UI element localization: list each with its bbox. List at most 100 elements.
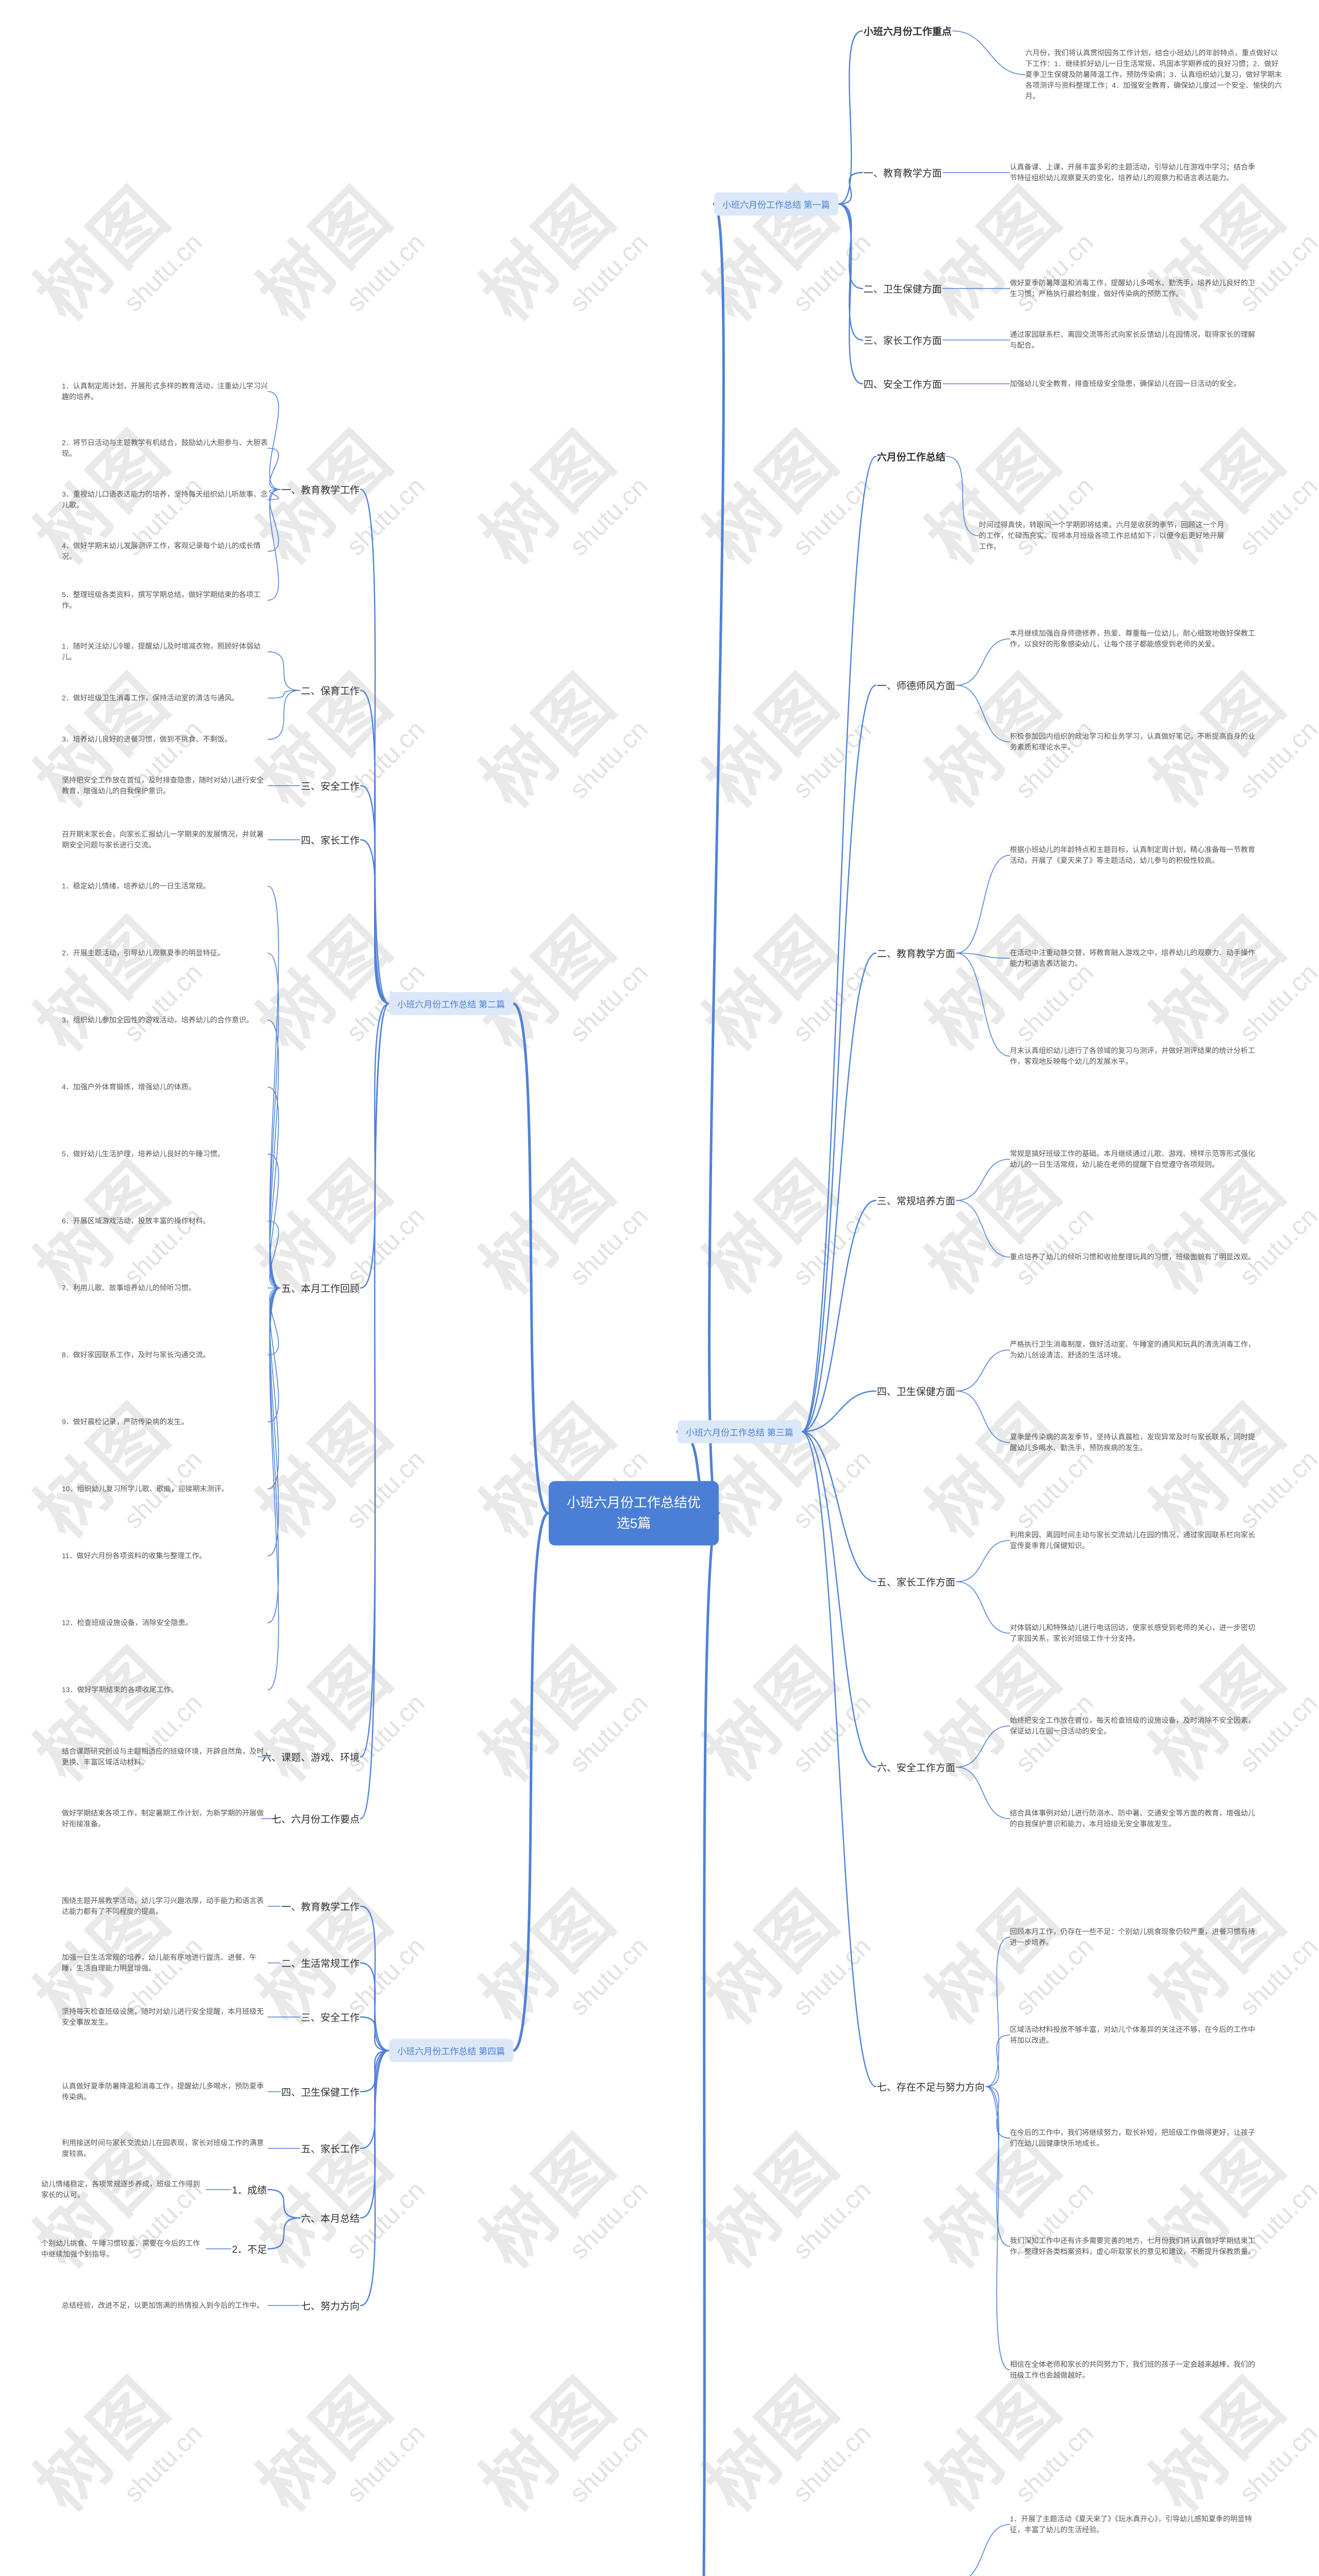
central-topic-root[interactable]: 小班六月份工作总结优选5篇 (549, 1481, 719, 1546)
text-node-i2ep2[interactable]: 2．开展主题活动，引导幼儿观察夏季的明显特征。 (62, 948, 225, 957)
text-node-i3bp2[interactable]: 在活动中注重动静交替，将教育融入游戏之中，培养幼儿的观察力、动手操作能力和语言表… (1010, 948, 1255, 968)
text-node-i2ap4[interactable]: 4．做好学期末幼儿发展测评工作，客观记录每个幼儿的成长情况。 (62, 541, 261, 561)
text-node-i5ap1[interactable]: 1．开展了主题活动《夏天来了》《玩水真开心》，引导幼儿感知夏季的明显特征，丰富了… (1010, 2515, 1252, 2534)
text-node-i4gp[interactable]: 总结经验，改进不足，以更加饱满的热情投入到今后的工作中。 (62, 2301, 264, 2310)
topic-node-s1[interactable]: 1．成绩 (232, 2185, 267, 2196)
text-node-i2bp1[interactable]: 1．随时关注幼儿冷暖，提醒幼儿及时增减衣物，照顾好体弱幼儿。 (62, 642, 261, 661)
text-node-i4ep[interactable]: 利用接送时间与家长交流幼儿在园表现，家长对班级工作的满意度较高。 (62, 2139, 264, 2158)
text-node-i2cp[interactable]: 坚持把安全工作放在首位，及时排查隐患，随时对幼儿进行安全教育，增强幼儿的自我保护… (62, 776, 264, 795)
watermark-domain-text: shutu.cn (564, 1688, 653, 1778)
watermark-logo-text: 树图 (467, 1632, 632, 1796)
text-node-s1p[interactable]: 幼儿情绪稳定，各项常规逐步养成，班级工作得到家长的认可。 (41, 2180, 200, 2199)
text-node-i2gp[interactable]: 做好学期结束各项工作，制定暑期工作计划，为新学期的开展做好衔接准备。 (62, 1809, 264, 1828)
text-node-i3dp2[interactable]: 夏季是传染病的高发季节，坚持认真晨检，发现异常及时与家长联系，同时提醒幼儿多喝水… (1010, 1433, 1255, 1452)
topic-node-i2b[interactable]: 二、保育工作 (300, 686, 360, 697)
text-node-i2ep3[interactable]: 3．组织幼儿参加全园性的游戏活动，培养幼儿的合作意识。 (62, 1015, 253, 1024)
text-node-i2dp[interactable]: 召开期末家长会，向家长汇报幼儿一学期来的发展情况，并就暑期安全问题与家长进行交流… (62, 830, 264, 849)
text-node-i2ap3[interactable]: 3．重视幼儿口语表达能力的培养，坚持每天组织幼儿听故事、念儿歌。 (62, 490, 268, 509)
text-node-i2fp[interactable]: 结合课题研究创设与主题相适应的班级环境，开辟自然角，及时更换、丰富区域活动材料。 (62, 1747, 264, 1766)
text-node-i3ap1[interactable]: 本月继续加强自身师德修养，热爱、尊重每一位幼儿，耐心细致地做好保教工作，以良好的… (1010, 629, 1255, 648)
text-node-i2ap5[interactable]: 5．整理班级各类资料，撰写学期总结，做好学期结束的各项工作。 (62, 590, 261, 609)
topic-node-i4a[interactable]: 一、教育教学工作 (281, 1902, 360, 1913)
text-node-h3p[interactable]: 时间过得真快，转眼间一个学期即将结束。六月是收获的季节，回顾这一个月的工作，忙碌… (979, 520, 1224, 551)
text-node-i1ap[interactable]: 认真备课、上课，开展丰富多彩的主题活动，引导幼儿在游戏中学习；结合季节特征组织幼… (1010, 163, 1255, 182)
topic-node-i2g[interactable]: 七、六月份工作要点 (271, 1814, 360, 1825)
text-node-i2ep11[interactable]: 11．做好六月份各项资料的收集与整理工作。 (62, 1551, 207, 1560)
text-node-i3cp1[interactable]: 常规是搞好班级工作的基础。本月继续通过儿歌、游戏、榜样示范等形式强化幼儿的一日生… (1010, 1149, 1255, 1168)
text-node-i2ap1[interactable]: 1．认真制定周计划，开展形式多样的教育活动，注重幼儿学习兴趣的培养。 (62, 382, 268, 401)
topic-node-i2d[interactable]: 四、家长工作 (300, 835, 360, 846)
topic-node-i2c[interactable]: 三、安全工作 (300, 781, 360, 792)
topic-node-i2e[interactable]: 五、本月工作回顾 (281, 1283, 360, 1295)
text-node-i2ap2[interactable]: 2．将节日活动与主题教学有机结合，鼓励幼儿大胆参与、大胆表现。 (62, 438, 268, 457)
topic-node-i3b[interactable]: 二、教育教学方面 (877, 948, 956, 960)
topic-node-i4f[interactable]: 六、本月总结 (300, 2213, 360, 2225)
text-node-i2bp3[interactable]: 3．培养幼儿良好的进餐习惯，做到不挑食、不剩饭。 (62, 735, 232, 743)
topic-node-i3g[interactable]: 七、存在不足与努力方向 (877, 2082, 985, 2093)
text-node-i3ep2[interactable]: 对体弱幼儿和特殊幼儿进行电话回访，使家长感受到老师的关心，进一步密切了家园关系，… (1010, 1623, 1255, 1642)
topic-node-i3f[interactable]: 六、安全工作方面 (877, 1762, 956, 1774)
text-node-i2ep9[interactable]: 9．做好晨检记录，严防传染病的发生。 (62, 1417, 189, 1426)
text-node-i4dp[interactable]: 认真做好夏季防暑降温和消毒工作，提醒幼儿多喝水，预防夏季传染病。 (62, 2082, 264, 2101)
text-node-i3ep1[interactable]: 利用来园、离园时间主动与家长交流幼儿在园的情况，通过家园联系栏向家长宣传夏季育儿… (1010, 1531, 1255, 1550)
text-node-i3bp1[interactable]: 根据小班幼儿的年龄特点和主题目标，认真制定周计划，精心准备每一节教育活动，开展了… (1010, 845, 1255, 865)
topic-node-i1a[interactable]: 一、教育教学方面 (864, 168, 942, 179)
text-node-s2p[interactable]: 个别幼儿挑食、午睡习惯较差，需要在今后的工作中继续加强个别指导。 (41, 2239, 200, 2258)
text-node-i3gp2[interactable]: 区域活动材料投放不够丰富，对幼儿个体差异的关注还不够，在今后的工作中将加以改进。 (1010, 2025, 1255, 2044)
text-node-i2bp2[interactable]: 2．做好班级卫生消毒工作，保持活动室的清洁与通风。 (62, 693, 239, 702)
text-node-i2ep7[interactable]: 7．利用儿歌、故事培养幼儿的倾听习惯。 (62, 1283, 196, 1292)
text-node-i2ep6[interactable]: 6．开展区域游戏活动，投放丰富的操作材料。 (62, 1216, 210, 1225)
watermark-logo-text: 树图 (690, 2362, 855, 2526)
topic-node-i2f[interactable]: 六、课题、游戏、环境 (261, 1752, 360, 1764)
topic-node-s2[interactable]: 2．不足 (232, 2244, 267, 2256)
topic-node-i1d[interactable]: 四、安全工作方面 (864, 379, 942, 391)
text-node-i3bp3[interactable]: 月末认真组织幼儿进行了各领域的复习与测评，并做好测评结果的统计分析工作，客观地反… (1010, 1046, 1255, 1065)
topic-node-i1c[interactable]: 三、家长工作方面 (864, 335, 942, 347)
text-node-i4ap[interactable]: 围绕主题开展教学活动，幼儿学习兴趣浓厚，动手能力和语言表达能力都有了不同程度的提… (62, 1896, 264, 1916)
branch-topic-b1[interactable]: 小班六月份工作总结 第一篇 (714, 192, 838, 216)
text-node-i4bp[interactable]: 加强一日生活常规的培养，幼儿能有序地进行盥洗、进餐、午睡，生活自理能力明显增强。 (62, 1953, 257, 1972)
text-node-i3cp2[interactable]: 重点培养了幼儿的倾听习惯和收拾整理玩具的习惯，班级面貌有了明显改观。 (1010, 1252, 1255, 1261)
text-node-i3fp2[interactable]: 结合具体事例对幼儿进行防溺水、防中暑、交通安全等方面的教育，增强幼儿的自我保护意… (1010, 1809, 1255, 1828)
topic-node-i1b[interactable]: 二、卫生保健方面 (864, 284, 942, 295)
text-node-i2ep1[interactable]: 1．稳定幼儿情绪，培养幼儿的一日生活常规。 (62, 882, 210, 890)
text-node-i4cp[interactable]: 坚持每天检查班级设施，随时对幼儿进行安全提醒，本月班级无安全事故发生。 (62, 2007, 264, 2026)
text-node-i2ep13[interactable]: 13．做好学期结束的各项收尾工作。 (62, 1685, 178, 1694)
watermark-logo-text: 树图 (467, 415, 632, 579)
connector-edge (702, 1512, 720, 2576)
branch-topic-b3[interactable]: 小班六月份工作总结 第三篇 (678, 1420, 802, 1444)
text-node-i3ap2[interactable]: 积极参加园内组织的政治学习和业务学习，认真做好笔记，不断提高自身的业务素质和理论… (1010, 732, 1255, 751)
text-node-i1cp[interactable]: 通过家园联系栏、离园交流等形式向家长反馈幼儿在园情况，取得家长的理解与配合。 (1010, 330, 1255, 349)
topic-node-i2a[interactable]: 一、教育教学工作 (281, 485, 360, 496)
topic-node-i3e[interactable]: 五、家长工作方面 (877, 1577, 956, 1588)
topic-node-i5a[interactable]: 一、教育教学方面 (876, 2573, 956, 2576)
text-node-i2ep12[interactable]: 12．检查班级设施设备，消除安全隐患。 (62, 1618, 193, 1627)
branch-topic-b4[interactable]: 小班六月份工作总结 第四篇 (389, 2039, 513, 2062)
text-node-i3gp5[interactable]: 相信在全体老师和家长的共同努力下，我们班的孩子一定会越来越棒，我们的班级工作也会… (1010, 2360, 1255, 2379)
topic-node-i3d[interactable]: 四、卫生保健方面 (877, 1386, 956, 1398)
text-node-h1p[interactable]: 六月份，我们将认真贯彻园务工作计划，结合小班幼儿的年龄特点，重点做好以下工作：1… (1025, 48, 1282, 100)
topic-node-i4b[interactable]: 二、生活常规工作 (281, 1958, 360, 1970)
text-node-i2ep10[interactable]: 10．组织幼儿复习所学儿歌、歌曲，迎接期末测评。 (62, 1484, 229, 1493)
topic-node-i4e[interactable]: 五、家长工作 (300, 2144, 360, 2155)
text-node-i1bp[interactable]: 做好夏季防暑降温和消毒工作，提醒幼儿多喝水、勤洗手，培养幼儿良好的卫生习惯；严格… (1010, 279, 1255, 298)
branch-topic-b2[interactable]: 小班六月份工作总结 第二篇 (389, 992, 513, 1015)
text-node-i1dp[interactable]: 加强幼儿安全教育，排查班级安全隐患，确保幼儿在园一日活动的安全。 (1010, 379, 1241, 388)
text-node-i3gp3[interactable]: 在今后的工作中，我们将继续努力，取长补短，把班级工作做得更好，让孩子们在幼儿园健… (1010, 2128, 1255, 2147)
text-node-i2ep4[interactable]: 4．加强户外体育锻炼，增强幼儿的体质。 (62, 1082, 196, 1091)
topic-node-i3c[interactable]: 三、常规培养方面 (877, 1196, 956, 1207)
text-node-i3gp4[interactable]: 我们深知工作中还有许多需要完善的地方，七月份我们将认真做好学期结束工作，整理好各… (1010, 2236, 1255, 2256)
text-node-i2ep5[interactable]: 5．做好幼儿生活护理，培养幼儿良好的午睡习惯。 (62, 1149, 225, 1158)
section-header-node-h1[interactable]: 小班六月份工作重点 (864, 26, 952, 38)
topic-node-i3a[interactable]: 一、师德师风方面 (877, 681, 956, 692)
topic-node-i4d[interactable]: 四、卫生保健工作 (281, 2087, 360, 2098)
text-node-i3fp1[interactable]: 始终把安全工作放在首位，每天检查班级的设施设备，及时消除不安全因素，保证幼儿在园… (1010, 1716, 1255, 1735)
text-node-i3dp1[interactable]: 严格执行卫生消毒制度，做好活动室、午睡室的通风和玩具的清洗消毒工作，为幼儿创设清… (1010, 1340, 1255, 1359)
topic-node-i4c[interactable]: 三、安全工作 (300, 2012, 360, 2024)
text-node-i3gp1[interactable]: 回顾本月工作，仍存在一些不足：个别幼儿挑食现象仍较严重，进餐习惯有待进一步培养。 (1010, 1927, 1255, 1946)
topic-node-i4g[interactable]: 七、努力方向 (300, 2301, 360, 2312)
text-node-i2ep8[interactable]: 8．做好家园联系工作，及时与家长沟通交流。 (62, 1350, 210, 1359)
section-header-node-h3[interactable]: 六月份工作总结 (877, 452, 946, 463)
